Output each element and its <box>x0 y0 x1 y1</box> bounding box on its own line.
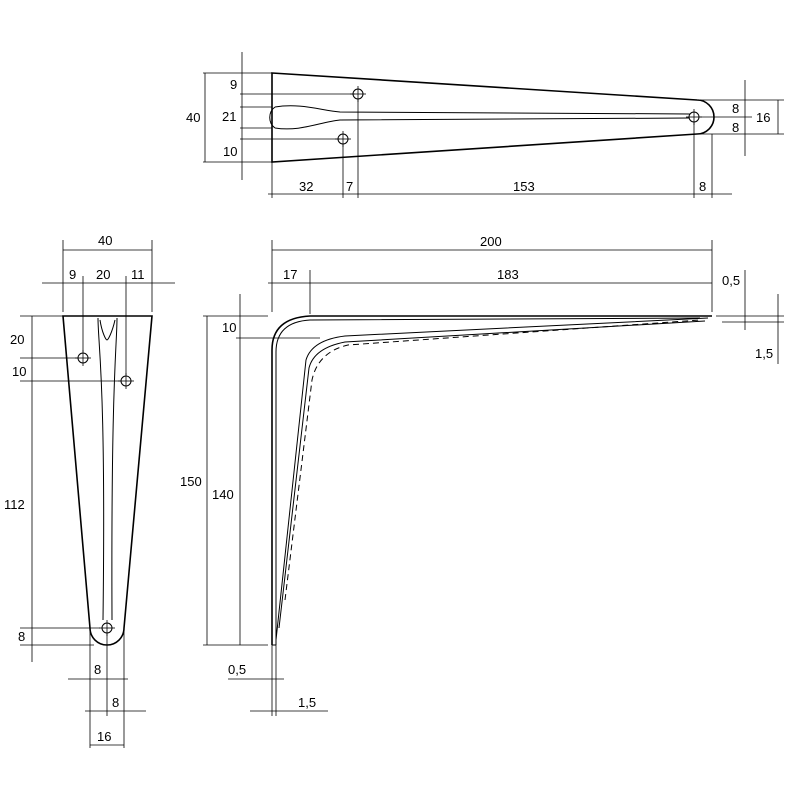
side-view: 200 17 183 0,5 1,5 150 140 10 0,5 1,5 <box>180 234 784 716</box>
dim-front-tip-b: 8 <box>112 695 119 710</box>
front-hole-1 <box>75 350 91 366</box>
side-view-gusset-dash <box>284 319 701 601</box>
top-view-outline <box>271 72 715 163</box>
dim-side-length-total: 200 <box>480 234 502 249</box>
dim-top-tip-width: 16 <box>756 110 770 125</box>
dim-top-len-d: 8 <box>699 179 706 194</box>
dim-top-tip-lower: 8 <box>732 120 739 135</box>
front-view: 40 9 20 11 20 10 112 8 8 8 16 <box>4 233 175 748</box>
dim-top-tip-upper: 8 <box>732 101 739 116</box>
dim-top-hole-bottom: 10 <box>223 144 237 159</box>
side-view-outer-profile <box>271 315 712 645</box>
dim-side-thick-bottom-b: 1,5 <box>298 695 316 710</box>
front-view-slot <box>97 317 118 621</box>
dim-top-slot-width: 21 <box>222 109 236 124</box>
dim-side-thick-top: 1,5 <box>755 346 773 361</box>
dim-front-width-total: 40 <box>98 233 112 248</box>
front-view-outline <box>62 315 153 646</box>
dim-side-fillet: 10 <box>222 320 236 335</box>
top-view-slot <box>274 105 691 130</box>
dim-front-v-hole: 10 <box>12 364 26 379</box>
dim-side-len-arm: 183 <box>497 267 519 282</box>
dim-top-height-total: 40 <box>186 110 200 125</box>
front-view-slot-head <box>99 319 116 341</box>
dim-top-len-c: 153 <box>513 179 535 194</box>
dim-side-height-total: 150 <box>180 474 202 489</box>
dim-top-hole-top: 9 <box>230 77 237 92</box>
dim-front-v-tip: 8 <box>18 629 25 644</box>
dim-top-len-a: 32 <box>299 179 313 194</box>
dim-front-tip-total: 16 <box>97 729 111 744</box>
dim-side-thick-bottom-a: 0,5 <box>228 662 246 677</box>
dim-front-w-right: 11 <box>131 267 145 282</box>
dim-side-height-inner: 140 <box>212 487 234 502</box>
dim-top-len-b: 7 <box>346 179 353 194</box>
side-view-gusset-inner <box>278 320 706 629</box>
dim-side-thick-end: 0,5 <box>722 273 740 288</box>
dim-side-len-radius: 17 <box>283 267 297 282</box>
dim-front-w-mid: 20 <box>96 267 110 282</box>
dim-front-v-long: 112 <box>4 497 25 512</box>
dim-front-v-top: 20 <box>10 332 24 347</box>
dim-front-tip-a: 8 <box>94 662 101 677</box>
side-view-gusset-outer <box>275 317 709 641</box>
side-view-inner-profile <box>275 317 701 645</box>
dim-front-w-left: 9 <box>69 267 76 282</box>
top-view: 40 9 21 10 8 8 16 32 7 153 8 <box>186 52 784 198</box>
top-view-slot-end <box>269 106 276 129</box>
